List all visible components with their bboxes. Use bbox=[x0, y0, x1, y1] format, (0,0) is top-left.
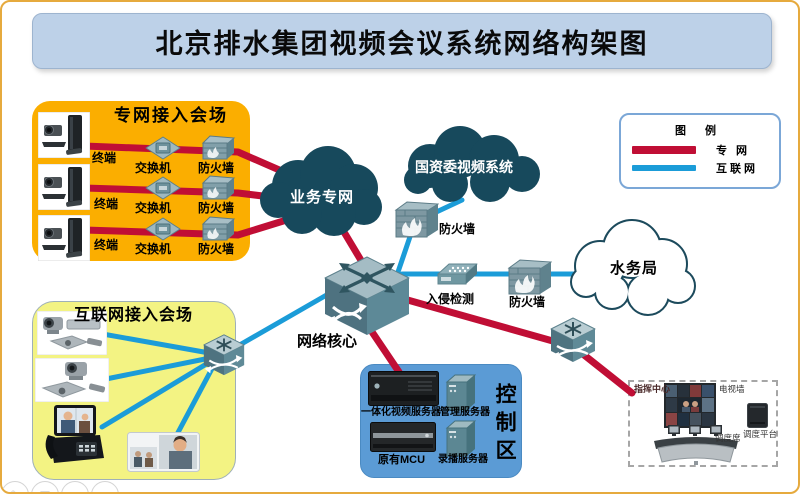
control-zone-label: 控制区 bbox=[493, 383, 517, 467]
legend-internet-line-icon bbox=[632, 165, 696, 171]
conference-kit-icon bbox=[37, 311, 107, 355]
console-icon bbox=[654, 425, 738, 465]
lan-switch-icon bbox=[203, 334, 245, 376]
rack-server-icon bbox=[370, 422, 436, 452]
ids-label: 入侵检测 bbox=[426, 292, 475, 306]
legend: 图 例 专 网 互联网 bbox=[619, 113, 781, 189]
firewall-label: 防火墙 bbox=[198, 201, 235, 215]
firewall-icon bbox=[394, 201, 439, 238]
rack-server-icon bbox=[368, 371, 439, 406]
integrated-video-server-label: 一体化视频服务器 bbox=[361, 407, 441, 418]
switch-icon bbox=[145, 176, 181, 200]
legend-private-label: 专 网 bbox=[716, 145, 751, 157]
page-title-bar: 北京排水集团视频会议系统网络构架图 bbox=[32, 13, 772, 69]
firewall-icon bbox=[507, 259, 552, 295]
internet-lines bbox=[94, 197, 580, 443]
business-cloud-label: 业务专网 bbox=[290, 189, 355, 206]
recording-server-label: 录播服务器 bbox=[438, 454, 488, 465]
private-venue-title: 专网接入会场 bbox=[114, 106, 228, 125]
core-label: 网络核心 bbox=[297, 333, 358, 350]
legend-title: 图 例 bbox=[675, 125, 725, 137]
switch-icon bbox=[145, 136, 181, 160]
firewall-icon bbox=[201, 175, 236, 200]
platform-label: 调度平台 bbox=[743, 429, 778, 439]
ids-icon bbox=[437, 263, 478, 285]
terminal-icon bbox=[38, 112, 90, 158]
terminal-label: 终端 bbox=[92, 151, 117, 165]
console-label: 调度席 bbox=[715, 433, 741, 443]
tv-wall-icon bbox=[664, 383, 716, 428]
video-phone-icon bbox=[45, 405, 104, 463]
sasac-cloud-label: 国资委视频系统 bbox=[415, 159, 513, 175]
server-icon bbox=[445, 374, 476, 411]
switch-label: 交换机 bbox=[135, 161, 172, 175]
command-center-label: 指挥中心 bbox=[634, 384, 671, 394]
legend-internet-label: 互联网 bbox=[716, 163, 758, 175]
internet-venue-title: 互联网接入会场 bbox=[74, 307, 194, 324]
water-bureau-cloud-icon bbox=[570, 219, 696, 316]
lan-switch-icon bbox=[550, 317, 596, 362]
management-server-label: 管理服务器 bbox=[440, 407, 490, 418]
terminal-icon bbox=[38, 164, 90, 210]
server-icon bbox=[445, 420, 476, 457]
terminal-icon bbox=[38, 215, 90, 261]
switch-label: 交换机 bbox=[135, 201, 172, 215]
sasac-cloud-icon bbox=[404, 126, 540, 202]
tv-wall-label: 电视墙 bbox=[719, 384, 745, 394]
firewall-icon bbox=[201, 135, 236, 160]
business-network-cloud-icon bbox=[260, 146, 382, 236]
firewall-label: 防火墙 bbox=[439, 222, 476, 236]
platform-icon bbox=[747, 403, 768, 428]
firewall-label: 防火墙 bbox=[509, 295, 546, 309]
tablet-icon bbox=[127, 432, 200, 472]
conference-kit-icon bbox=[35, 358, 109, 402]
switch-icon bbox=[145, 217, 181, 241]
firewall-label: 防火墙 bbox=[198, 161, 235, 175]
control-zone-box bbox=[360, 364, 522, 478]
core-switch-icon bbox=[324, 256, 410, 335]
firewall-label: 防火墙 bbox=[198, 242, 235, 256]
water-cloud-label: 水务局 bbox=[610, 260, 659, 277]
mcu-label: 原有MCU bbox=[378, 454, 426, 466]
switch-label: 交换机 bbox=[135, 242, 172, 256]
terminal-label: 终端 bbox=[94, 197, 119, 211]
terminal-label: 终端 bbox=[94, 238, 119, 252]
legend-private-line-icon bbox=[632, 146, 696, 154]
firewall-icon bbox=[201, 216, 236, 241]
page-title: 北京排水集团视频会议系统网络构架图 bbox=[155, 28, 649, 59]
